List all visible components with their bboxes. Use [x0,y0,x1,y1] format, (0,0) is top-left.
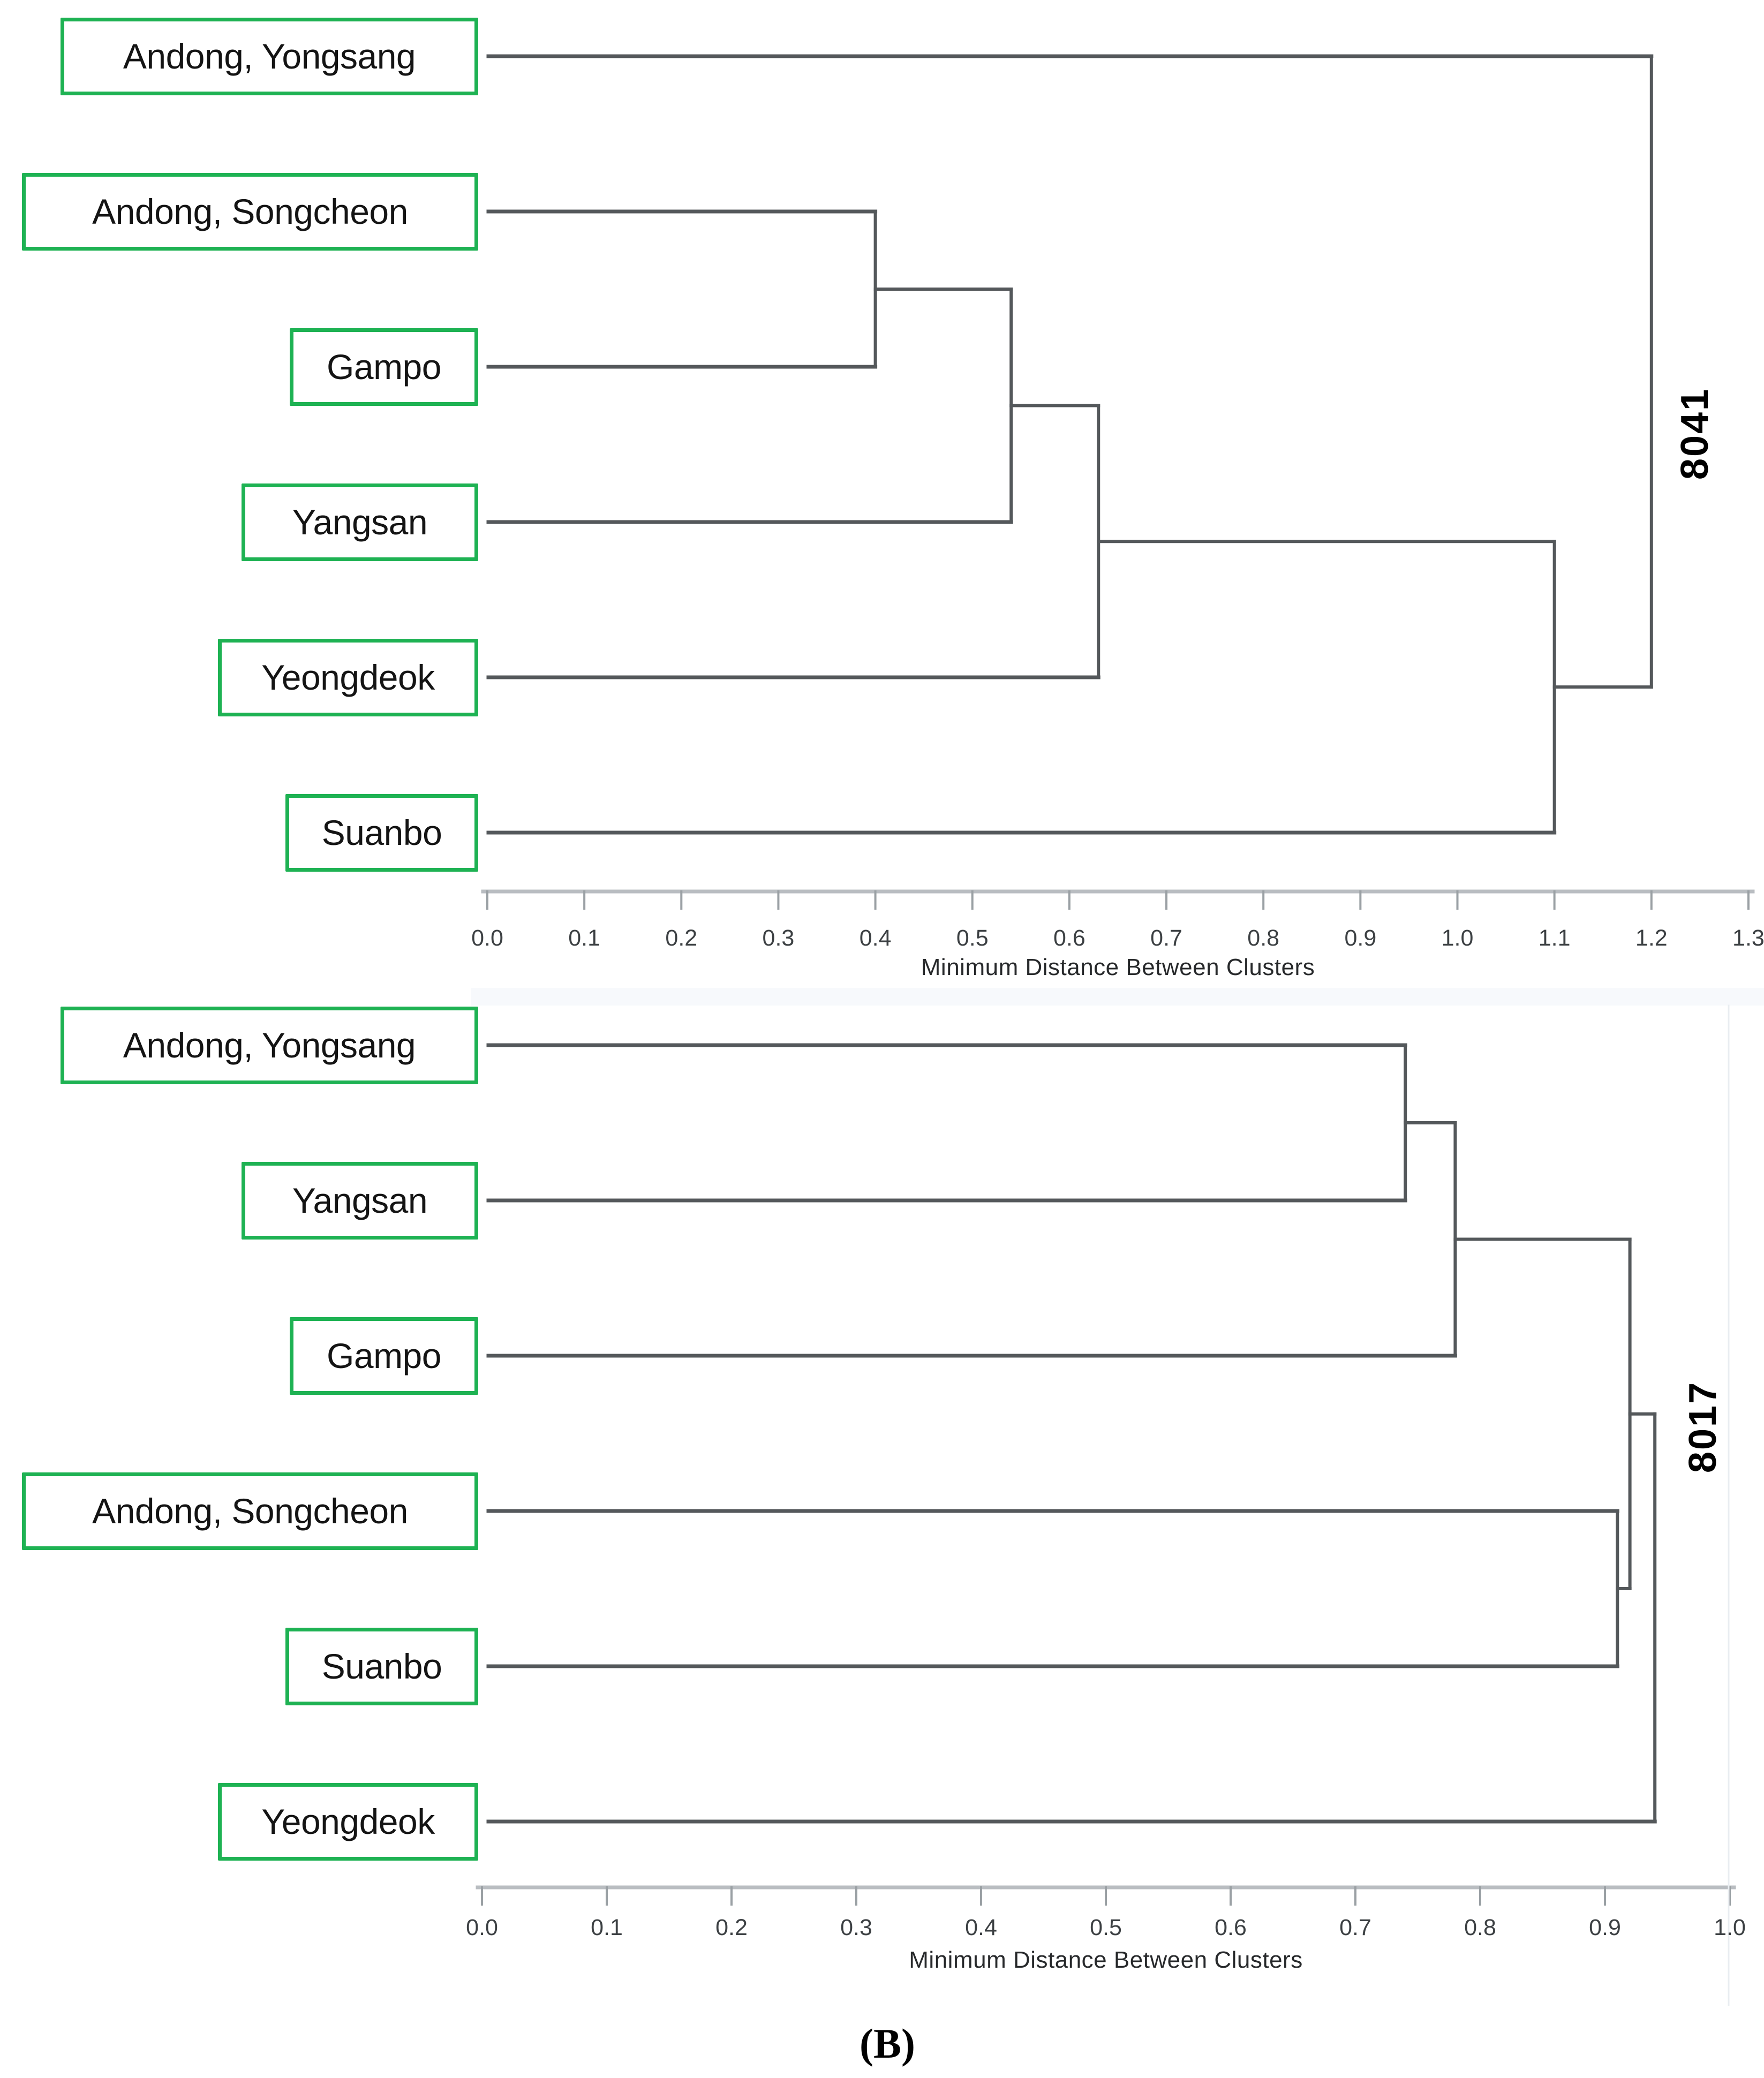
axis-tick-label-8041: 1.1 [1538,925,1571,951]
leaf-box-yangsan: Yangsan [242,1161,478,1240]
axis-tick-label-8041: 1.3 [1732,925,1764,951]
axis-tick-label-8017: 0.9 [1589,1915,1621,1940]
axis-tick-label-8017: 0.1 [591,1915,623,1940]
axis-tick-label-8017: 0.6 [1215,1915,1247,1940]
axis-tick-label-8017: 0.8 [1464,1915,1496,1940]
leaf-label: Yangsan [292,1181,428,1220]
axis-tick-label-8017: 0.5 [1090,1915,1122,1940]
axis-tick-label-8041: 1.0 [1441,925,1474,951]
axis-tick-label-8041: 1.2 [1635,925,1668,951]
leaf-label: Gampo [327,347,441,387]
axis-tick-label-8017: 1.0 [1714,1915,1746,1940]
axis-tick-label-8041: 0.1 [568,925,601,951]
axis-tick-label-8041: 0.0 [471,925,503,951]
axis-tick-label-8017: 0.4 [965,1915,997,1940]
chart-separator-band [471,988,1764,1006]
axis-tick-label-8017: 0.0 [466,1915,498,1940]
leaf-label: Suanbo [321,813,442,852]
axis-tick-label-8041: 0.7 [1150,925,1182,951]
axis-tick-label-8041: 0.8 [1247,925,1280,951]
leaf-box-gampo: Gampo [290,1317,478,1395]
leaf-box-andong-yongsang: Andong, Yongsang [61,1006,478,1084]
leaf-box-suanbo: Suanbo [285,1627,478,1705]
leaf-label: Yeongdeok [261,658,435,697]
axis-tick-label-8017: 0.7 [1339,1915,1371,1940]
leaf-label: Gampo [327,1336,441,1376]
leaf-label: Andong, Songcheon [92,1491,408,1531]
group-label-8017: 8017 [1682,1380,1724,1474]
leaf-label: Yangsan [292,502,428,542]
axis-tick-label-8041: 0.9 [1344,925,1377,951]
leaf-label: Andong, Yongsang [123,1025,416,1065]
leaf-box-yeongdeok: Yeongdeok [218,638,478,716]
leaf-label: Yeongdeok [261,1802,435,1841]
axis-tick-label-8041: 0.4 [859,925,892,951]
leaf-box-yeongdeok: Yeongdeok [218,1782,478,1861]
axis-title-8017: Minimum Distance Between Clusters [909,1947,1303,1973]
axis-tick-label-8017: 0.2 [715,1915,748,1940]
axis-tick-label-8017: 0.3 [840,1915,872,1940]
leaf-box-andong-songcheon: Andong, Songcheon [22,1472,478,1550]
leaf-label: Andong, Songcheon [92,192,408,231]
leaf-label: Andong, Yongsang [123,36,416,76]
leaf-box-andong-songcheon: Andong, Songcheon [22,172,478,251]
leaf-label: Suanbo [321,1646,442,1686]
axis-tick-label-8041: 0.5 [956,925,989,951]
axis-title-8041: Minimum Distance Between Clusters [921,954,1315,980]
leaf-box-andong-yongsang: Andong, Yongsang [61,17,478,95]
group-label-8041: 8041 [1673,387,1716,480]
leaf-box-gampo: Gampo [290,328,478,406]
axis-tick-label-8041: 0.6 [1053,925,1085,951]
axis-tick-label-8041: 0.2 [665,925,698,951]
figure-caption: (B) [860,2020,915,2067]
leaf-box-suanbo: Suanbo [285,794,478,872]
axis-tick-label-8041: 0.3 [762,925,795,951]
leaf-box-yangsan: Yangsan [242,483,478,561]
